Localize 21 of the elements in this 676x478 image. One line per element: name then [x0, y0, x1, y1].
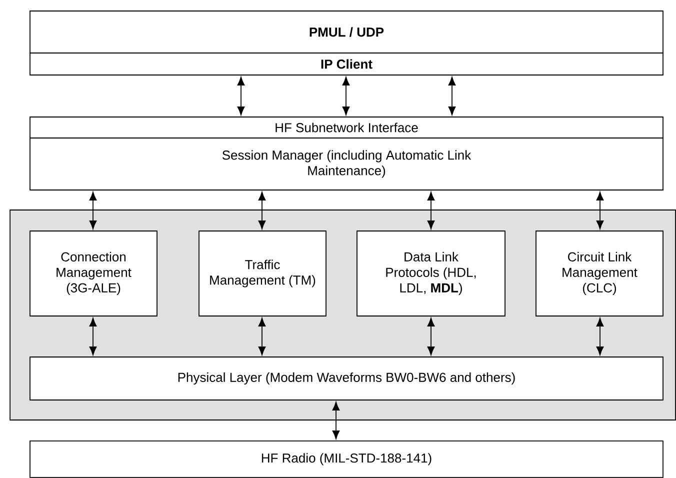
arrow — [427, 318, 435, 356]
module-box: Connection Management (3G-ALE) — [30, 230, 158, 316]
layer-box: HF Radio (MIL-STD-188-141) — [30, 440, 664, 478]
arrow — [596, 318, 604, 356]
arrow — [258, 192, 266, 230]
layer-box: PMUL / UDP — [30, 10, 664, 54]
arrow — [427, 192, 435, 230]
arrow — [596, 192, 604, 230]
arrow — [237, 76, 245, 116]
arrow — [89, 192, 97, 230]
layer-box: IP Client — [30, 52, 664, 76]
arrow — [89, 318, 97, 356]
arrow — [448, 76, 456, 116]
arrow — [332, 402, 340, 440]
layer-box: HF Subnetwork Interface — [30, 116, 664, 138]
arrow — [342, 76, 350, 116]
arrow — [258, 318, 266, 356]
layer-box: Physical Layer (Modem Waveforms BW0-BW6 and others) — [30, 356, 664, 400]
module-box: Data Link Protocols (HDL, LDL, MDL) — [356, 230, 506, 316]
module-box: Circuit Link Management (CLC) — [536, 230, 664, 316]
module-box: Traffic Management (TM) — [198, 230, 326, 316]
